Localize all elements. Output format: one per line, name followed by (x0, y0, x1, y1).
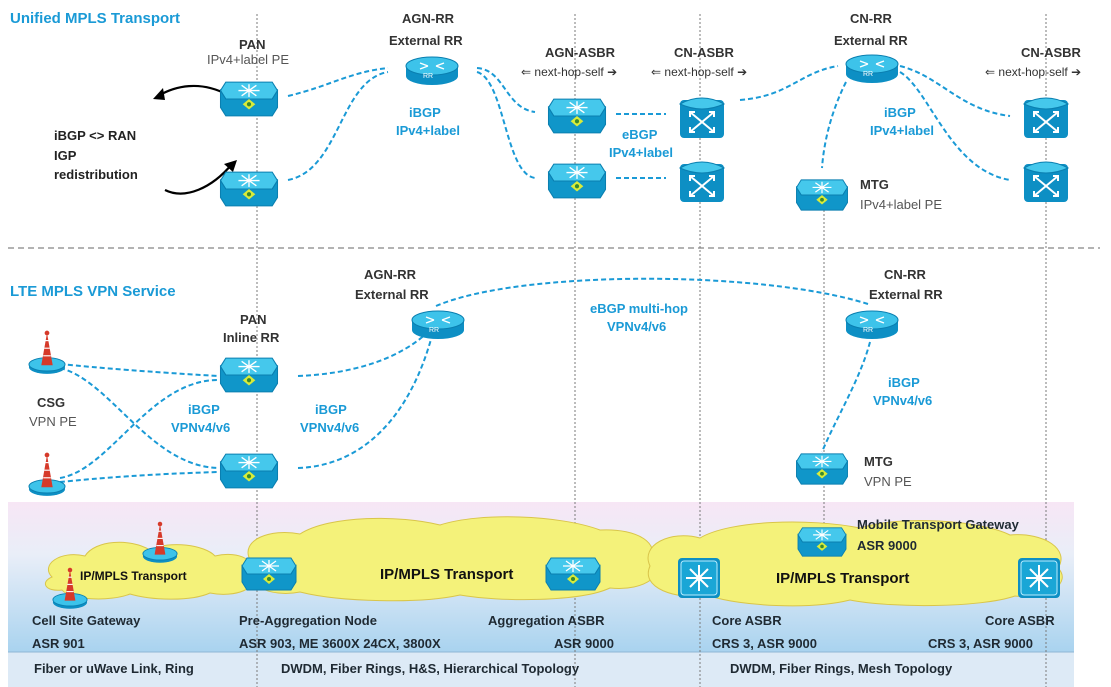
ebgp-line2: IPv4+label (609, 145, 673, 160)
transport-links (287, 65, 1011, 181)
svc-agn-rr-label: AGN-RR (364, 267, 416, 282)
device-name-csg: Cell Site Gateway (32, 613, 141, 628)
link-band (8, 652, 1074, 687)
cn-rr-label: CN-RR (850, 11, 892, 26)
csg-role: VPN PE (29, 414, 77, 429)
mtg-hw-name: Mobile Transport Gateway (857, 517, 1019, 532)
pan-node-bottom (219, 171, 279, 207)
cn-asbr-role: next-hop-self (664, 65, 734, 79)
ibgp-right-line2: IPv4+label (870, 123, 934, 138)
device-model-preagg: ASR 903, ME 3600X 24CX, 3800X (239, 636, 441, 651)
phys-mtg-node (797, 527, 847, 557)
phys-agg-node (545, 557, 601, 591)
agn-rr-role: External RR (389, 33, 463, 48)
device-name-agg: Aggregation ASBR (488, 613, 605, 628)
svc-pan-role: Inline RR (223, 330, 280, 345)
cloud-label-core: IP/MPLS Transport (776, 570, 910, 587)
csg-label: CSG (37, 395, 66, 410)
svc-cn-rr-label: CN-RR (884, 267, 926, 282)
rr-badge: RR (863, 71, 874, 78)
phys-core-node-a (677, 557, 721, 599)
ibgp-core-line2: VPNv4/v6 (873, 393, 933, 408)
ibgp-right-line1: iBGP (884, 105, 916, 120)
cn-asbr-note: ⇐︎ next-hop-self ➔ (651, 65, 748, 79)
device-model-core-a: CRS 3, ASR 9000 (712, 636, 818, 651)
cn-asbr-far-label: CN-ASBR (1021, 45, 1081, 60)
ibgp-pan-line1: iBGP (315, 402, 347, 417)
ibgp-csg-line2: VPNv4/v6 (171, 420, 231, 435)
svc-mtg-label: MTG (864, 454, 893, 469)
redistribution-label: iBGP <> RAN IGP redistribution (54, 128, 138, 182)
agn-rr-label: AGN-RR (402, 11, 454, 26)
cn-asbr-node-bottom (678, 160, 726, 204)
agn-asbr-node-top (547, 98, 607, 134)
device-model-core-b: CRS 3, ASR 9000 (928, 636, 1034, 651)
svc-pan-node-top (219, 357, 279, 393)
ebgp-line1: eBGP (622, 127, 658, 142)
ebgp-multihop-line1: eBGP multi-hop (590, 301, 688, 316)
ibgp-core-line1: iBGP (888, 375, 920, 390)
agn-asbr-role: next-hop-self (534, 65, 604, 79)
rr-badge: RR (863, 327, 874, 334)
cn-asbr-far-role: next-hop-self (998, 65, 1068, 79)
mtg-label: MTG (860, 177, 889, 192)
agn-asbr-node-bottom (547, 163, 607, 199)
rr-badge: RR (429, 327, 440, 334)
transport-section-title: Unified MPLS Transport (10, 10, 181, 27)
csg-tower-bottom (28, 452, 66, 497)
cn-asbr-label: CN-ASBR (674, 45, 734, 60)
device-name-core-b: Core ASBR (985, 613, 1055, 628)
device-model-agg: ASR 9000 (554, 636, 614, 651)
csg-tower-top (28, 330, 66, 375)
svc-mtg-node (795, 453, 849, 485)
svc-cn-rr-role: External RR (869, 287, 943, 302)
agn-asbr-label: AGN-ASBR (545, 45, 616, 60)
pan-role: IPv4+label PE (207, 52, 290, 67)
mtg-hw-model: ASR 9000 (857, 538, 917, 553)
ibgp-csg-line1: iBGP (188, 402, 220, 417)
link-type-access: Fiber or uWave Link, Ring (34, 661, 194, 676)
cloud-label-aggregation: IP/MPLS Transport (380, 566, 514, 583)
cloud-label-access: IP/MPLS Transport (80, 569, 187, 583)
service-links (59, 277, 871, 483)
device-name-preagg: Pre-Aggregation Node (239, 613, 377, 628)
link-type-core: DWDM, Fiber Rings, Mesh Topology (730, 661, 953, 676)
ebgp-multihop-line2: VPNv4/v6 (607, 319, 667, 334)
pan-node-top (219, 81, 279, 117)
ibgp-pan-line2: VPNv4/v6 (300, 420, 360, 435)
service-section-title: LTE MPLS VPN Service (10, 283, 176, 300)
svc-mtg-role: VPN PE (864, 474, 912, 489)
svc-pan-label: PAN (240, 312, 267, 327)
cn-rr-role: External RR (834, 33, 908, 48)
link-type-aggregation: DWDM, Fiber Rings, H&S, Hierarchical Top… (281, 661, 580, 676)
pan-label: PAN (239, 37, 266, 52)
ibgp-left-line1: iBGP (409, 105, 441, 120)
mtg-node-top (795, 179, 849, 211)
device-name-core-a: Core ASBR (712, 613, 782, 628)
cn-asbr-far-note: ⇐︎ next-hop-self ➔ (985, 65, 1082, 79)
cn-asbr-far-node-bottom (1022, 160, 1070, 204)
agn-asbr-note: ⇐︎ next-hop-self ➔ (521, 65, 618, 79)
svc-agn-rr-role: External RR (355, 287, 429, 302)
rr-badge: RR (423, 73, 434, 80)
mtg-role: IPv4+label PE (860, 197, 943, 212)
device-model-csg: ASR 901 (32, 636, 85, 651)
ibgp-left-line2: IPv4+label (396, 123, 460, 138)
phys-preagg-node (241, 557, 297, 591)
cn-asbr-far-node-top (1022, 96, 1070, 140)
phys-core-node-b (1017, 557, 1061, 599)
svc-pan-node-bottom (219, 453, 279, 489)
cn-asbr-node-top (678, 96, 726, 140)
